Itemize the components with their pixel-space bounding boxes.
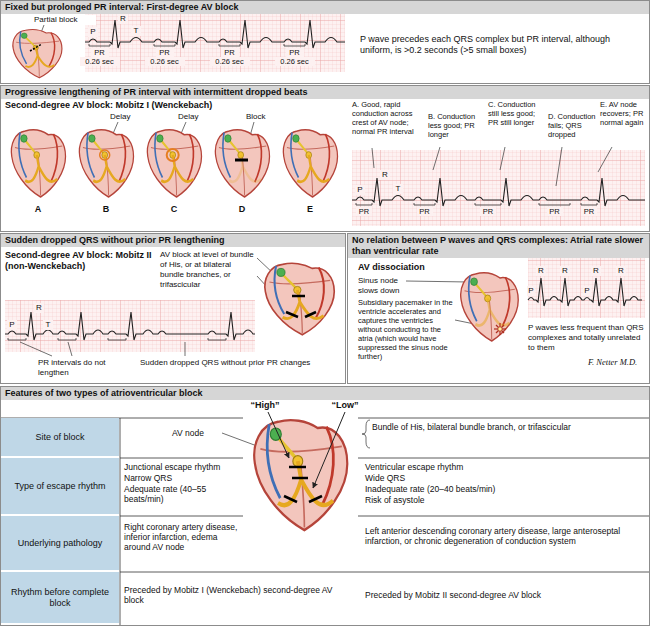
table-rule bbox=[0, 418, 650, 626]
part-label: Delay bbox=[110, 112, 140, 122]
row-heading: Underlying pathology bbox=[18, 538, 103, 549]
subheading: AV dissociation bbox=[358, 262, 458, 273]
wave-label: T bbox=[131, 26, 141, 36]
wave-label: R bbox=[560, 266, 570, 276]
column-heading: “Low” bbox=[325, 400, 365, 411]
interval-label: PR bbox=[91, 48, 109, 57]
table-row-header: Type of escape rhythm bbox=[1, 458, 119, 516]
note-text: Sinus node slows down bbox=[358, 276, 418, 296]
table-cell: Wide QRS bbox=[365, 473, 635, 483]
table-cell: Preceded by Mobitz II second-degree AV b… bbox=[365, 590, 640, 600]
note-text: P waves less frequent than QRS complexes… bbox=[528, 323, 645, 353]
note-text: P wave precedes each QRS complex but PR … bbox=[360, 34, 642, 56]
interval-label: PR bbox=[156, 48, 174, 57]
callout-letter: E bbox=[304, 204, 316, 215]
duration-label: 0.26 sec bbox=[275, 57, 315, 66]
table-cell: Left anterior descending coronary artery… bbox=[365, 526, 640, 546]
table-cell: Risk of asystole bbox=[365, 495, 635, 505]
note-text: AV block at level of bundle of His, or a… bbox=[160, 250, 255, 290]
table-cell: Preceded by Mobitz I (Wenckebach) second… bbox=[124, 585, 349, 605]
row-heading: Rhythm before complete block bbox=[5, 587, 115, 609]
interval-label: PR bbox=[480, 207, 496, 216]
signature: F. Netter M.D. bbox=[588, 357, 646, 367]
wave-label: R bbox=[380, 170, 390, 180]
table-row-header: Rhythm before complete block bbox=[1, 572, 119, 625]
heart-illustration bbox=[254, 412, 347, 530]
wave-label: R bbox=[118, 14, 128, 24]
column-heading: “High” bbox=[243, 400, 287, 411]
part-label: Partial block bbox=[34, 15, 96, 25]
wave-label: R bbox=[591, 266, 601, 276]
row-heading: Type of escape rhythm bbox=[14, 481, 105, 492]
note-text: Sudden dropped QRS without prior PR chan… bbox=[140, 358, 330, 368]
interval-label: PR bbox=[581, 207, 597, 216]
note-text: PR intervals do not lengthen bbox=[38, 358, 118, 378]
part-label: AV node bbox=[172, 428, 220, 438]
section-heading: Features of two types of atrioventricula… bbox=[1, 387, 649, 400]
interval-label: PR bbox=[286, 48, 304, 57]
wave-label: T bbox=[393, 184, 403, 194]
section-heading: Fixed but prolonged PR interval: First-d… bbox=[1, 1, 649, 14]
ecg-trace bbox=[5, 20, 645, 340]
subheading: Second-degree AV block: Mobitz II (non-W… bbox=[5, 250, 157, 272]
row-heading: Site of block bbox=[35, 432, 84, 443]
wave-label: P bbox=[7, 320, 17, 330]
interval-label: PR bbox=[356, 207, 372, 216]
section-heading: Progressive lengthening of PR interval w… bbox=[1, 86, 649, 99]
wave-label: R bbox=[616, 266, 626, 276]
section-heading: No relation between P waves and QRS comp… bbox=[348, 234, 649, 258]
interval-label: PR bbox=[547, 207, 563, 216]
wave-label: P bbox=[355, 185, 365, 195]
callout-letter: C bbox=[168, 204, 180, 215]
callout-letter: B bbox=[100, 204, 112, 215]
table-cell: Junctional escape rhythm bbox=[124, 462, 242, 472]
callout-letter: A bbox=[32, 204, 44, 215]
wave-label: R bbox=[34, 303, 44, 313]
part-label: Block bbox=[246, 112, 276, 122]
interval-label: PR bbox=[417, 207, 433, 216]
subheading: Second-degree AV block: Mobitz I (Wencke… bbox=[5, 100, 345, 111]
heart-illustration bbox=[265, 263, 334, 335]
duration-label: 0.26 sec bbox=[145, 57, 185, 66]
table-cell: Bundle of His, bilateral bundle branch, … bbox=[372, 422, 592, 432]
heart-illustration bbox=[11, 130, 337, 197]
callout-text: E. AV node recovers; PR normal again bbox=[600, 100, 646, 127]
callout-text: B. Conduction less good; PR longer bbox=[428, 112, 486, 139]
callout-text: C. Conduction still less good; PR still … bbox=[488, 100, 546, 127]
callout-text: A. Good, rapid conduction across crest o… bbox=[352, 100, 424, 136]
wave-label: P bbox=[583, 286, 591, 296]
wave-label: T bbox=[43, 320, 53, 330]
heart-illustration bbox=[13, 30, 62, 78]
table-cell: Ventricular escape rhythm bbox=[365, 462, 635, 472]
wave-label: P bbox=[88, 27, 98, 37]
note-text: Subsidiary pacemaker in the ventricle ac… bbox=[358, 298, 453, 361]
table-cell: Adequate rate (40–55 beats/min) bbox=[124, 484, 242, 504]
table-row-header: Site of block bbox=[1, 418, 119, 458]
table-cell: Narrow QRS bbox=[124, 473, 242, 483]
wave-label: R bbox=[536, 266, 546, 276]
part-label: Delay bbox=[178, 112, 208, 122]
table-cell: Right coronary artery disease, inferior … bbox=[124, 522, 242, 552]
table-cell: Inadequate rate (20–40 beats/min) bbox=[365, 484, 635, 494]
duration-label: 0.26 sec bbox=[80, 57, 120, 66]
duration-label: 0.26 sec bbox=[210, 57, 250, 66]
table-row-header: Underlying pathology bbox=[1, 516, 119, 572]
section-heading: Sudden dropped QRS without prior PR leng… bbox=[1, 234, 345, 247]
ecg-grid bbox=[5, 14, 645, 352]
wave-label: P bbox=[527, 286, 535, 296]
heart-illustration bbox=[461, 273, 519, 341]
callout-text: D. Conduction fails; QRS dropped bbox=[548, 112, 596, 139]
interval-label: PR bbox=[221, 48, 239, 57]
callout-letter: D bbox=[236, 204, 248, 215]
